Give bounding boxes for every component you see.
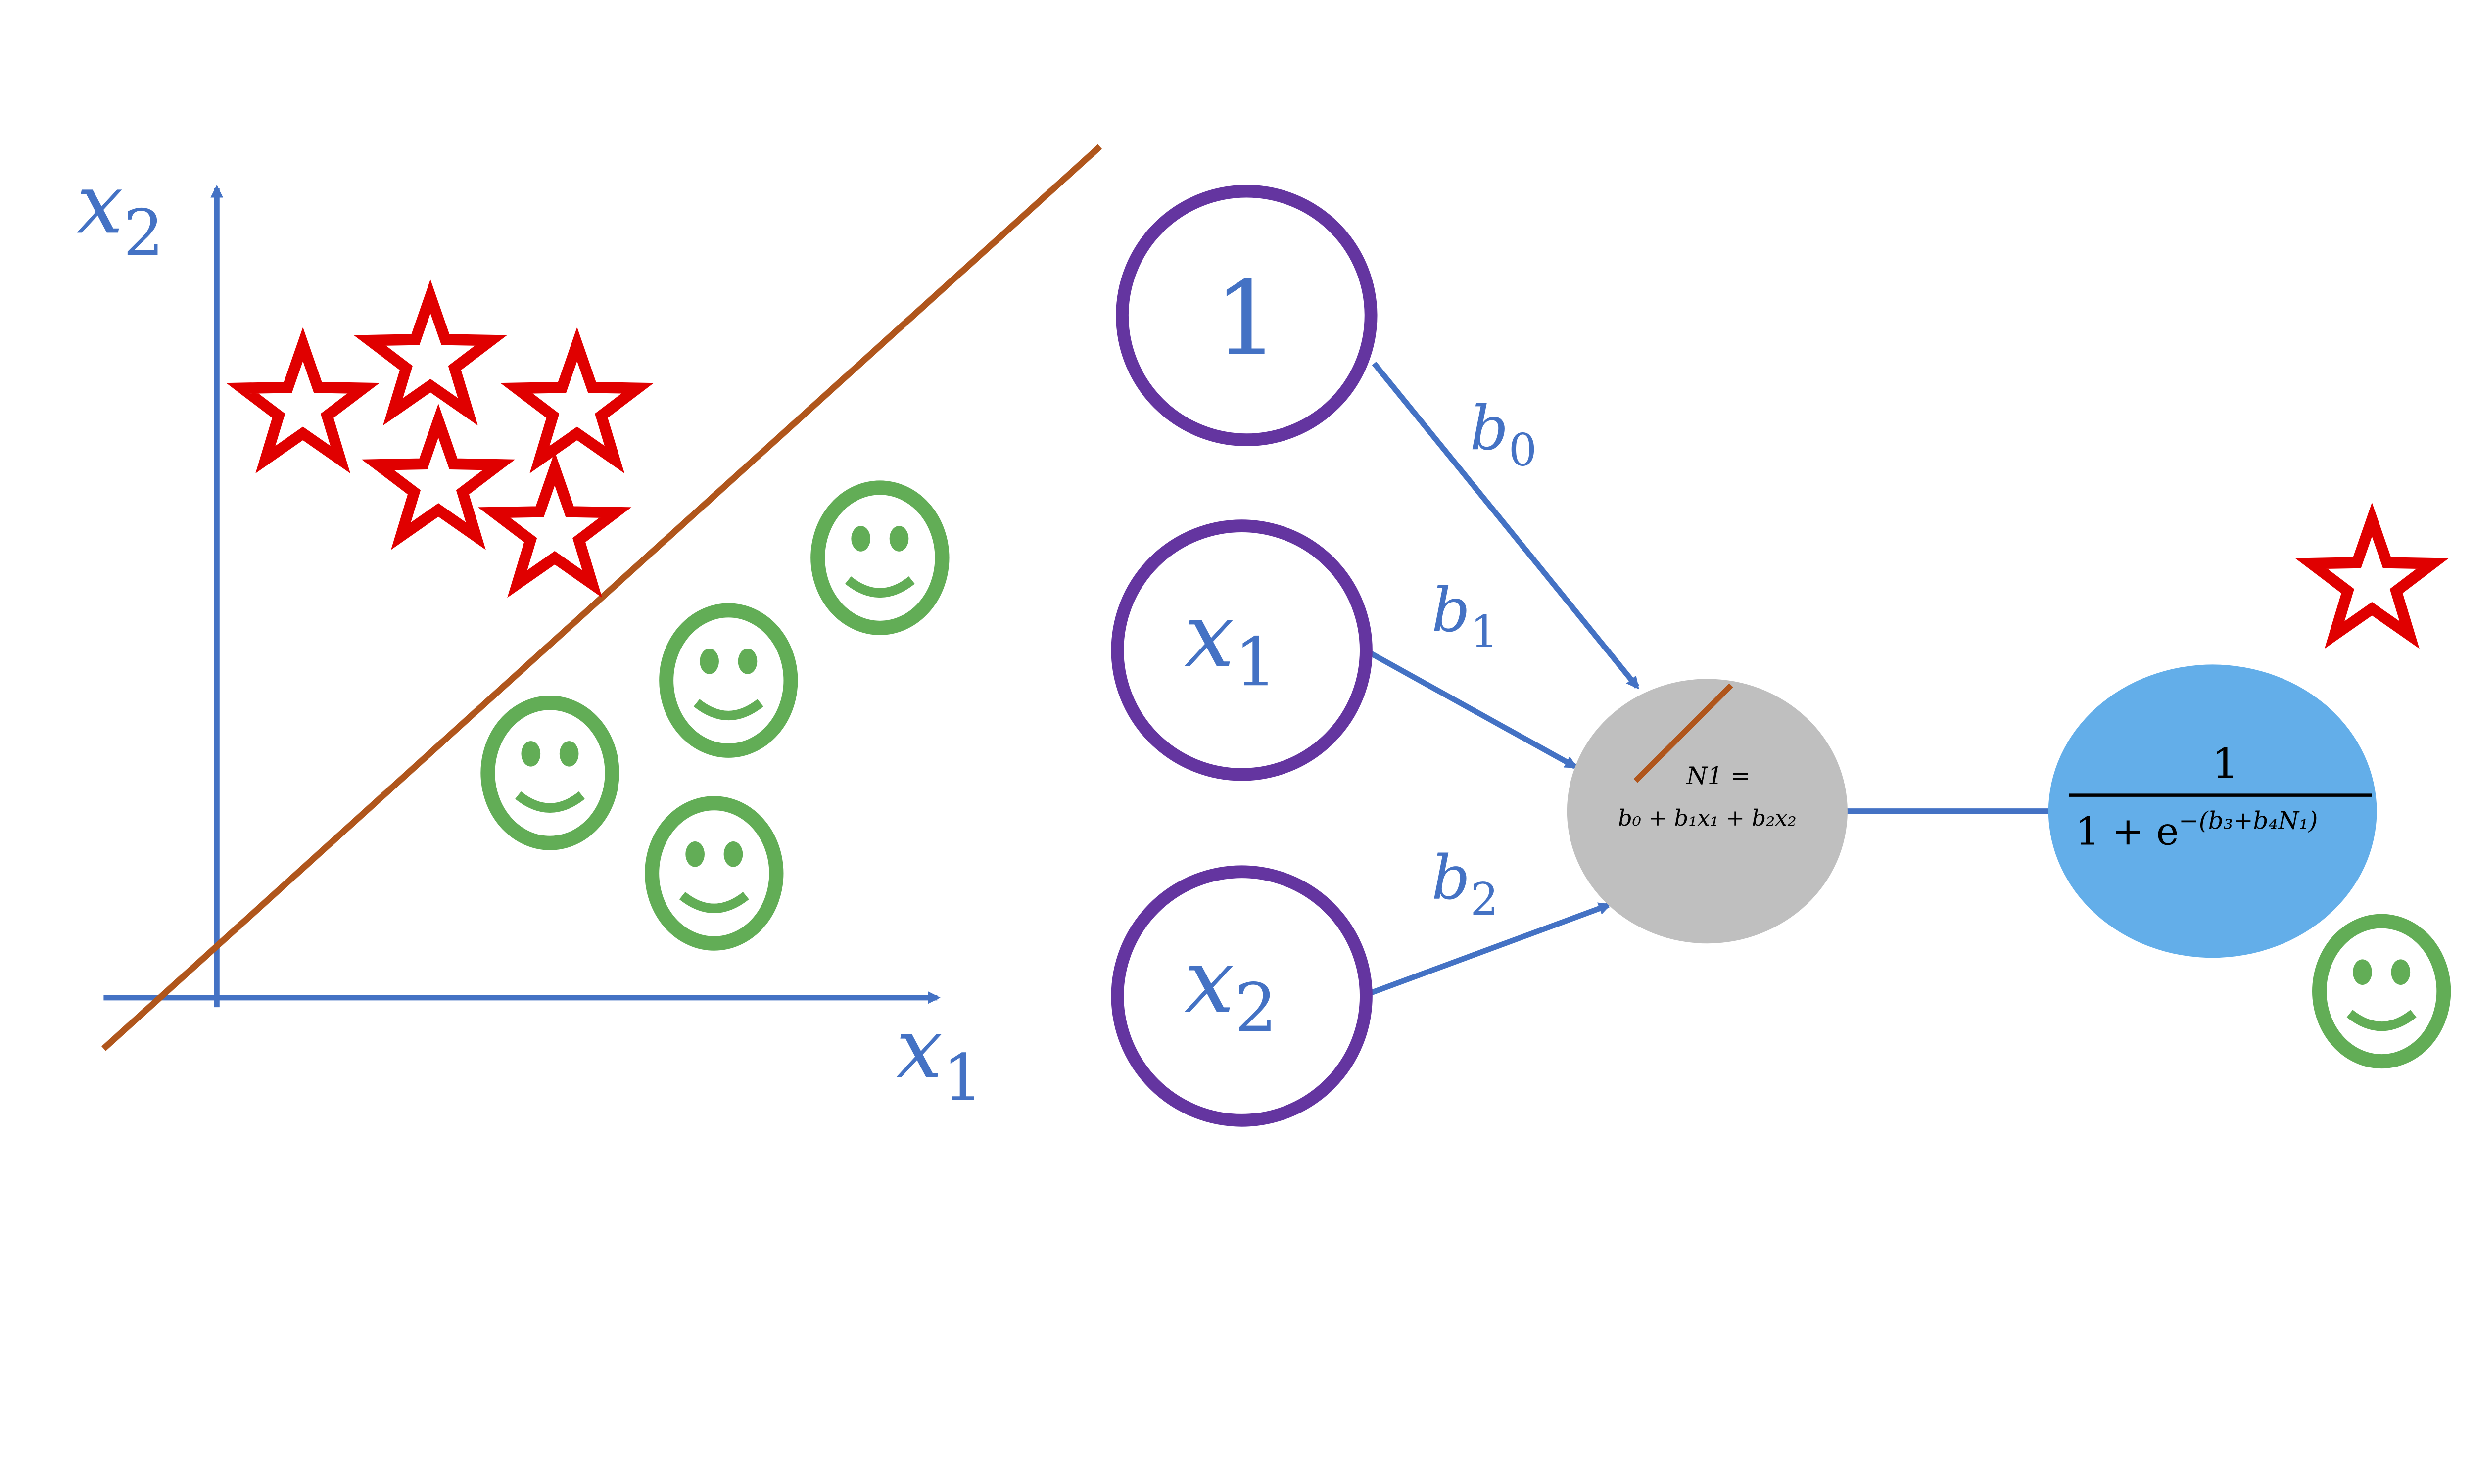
star-point bbox=[370, 296, 491, 412]
input-node-bias: 1 bbox=[1116, 185, 1378, 447]
input-node-x2: x2 bbox=[1111, 865, 1373, 1127]
smiley-point bbox=[666, 610, 791, 751]
star-point bbox=[242, 344, 364, 460]
weight-b1: b1 bbox=[1431, 575, 1499, 658]
smiley-point bbox=[818, 488, 942, 628]
network: 1 x1 x2 b0 b1 b2 N1 = b₀ + b₁x₁ + b₂x₂ 1… bbox=[1111, 185, 2444, 1127]
star-point bbox=[378, 421, 499, 536]
edge-b1 bbox=[1369, 650, 1578, 769]
input-label: x1 bbox=[1184, 584, 1277, 701]
output-class-star bbox=[2311, 519, 2432, 635]
input-node-x1: x1 bbox=[1111, 519, 1373, 781]
smiley-point bbox=[488, 703, 612, 843]
input-label: 1 bbox=[1214, 259, 1279, 378]
hidden-formula-line1: N1 = bbox=[1686, 762, 1751, 790]
sigmoid-numerator: 1 bbox=[2212, 739, 2238, 788]
star-point bbox=[494, 468, 616, 584]
x-axis-label: x1 bbox=[896, 1001, 983, 1115]
output-node: 1 1 + e−(b₃+b₄N₁) bbox=[2048, 664, 2377, 958]
star-point bbox=[517, 344, 638, 460]
input-label: x2 bbox=[1184, 929, 1277, 1047]
edge-b2 bbox=[1370, 902, 1612, 996]
output-class-smiley bbox=[2320, 921, 2444, 1062]
scatter-plot: x2 x1 bbox=[77, 144, 1102, 1115]
weight-b0: b0 bbox=[1470, 393, 1537, 476]
decision-boundary bbox=[101, 144, 1102, 1051]
hidden-node: N1 = b₀ + b₁x₁ + b₂x₂ bbox=[1567, 679, 1848, 944]
smiley-point bbox=[652, 803, 776, 944]
edge-b0 bbox=[1372, 361, 1640, 690]
sigmoid-denominator: 1 + e−(b₃+b₄N₁) bbox=[2076, 807, 2318, 854]
hidden-formula-line2: b₀ + b₁x₁ + b₂x₂ bbox=[1618, 805, 1797, 831]
boundary-glyph bbox=[1633, 683, 1733, 783]
weight-b2: b2 bbox=[1431, 842, 1499, 926]
logistic-neuron-diagram: x2 x1 1 x1 x2 b0 b1 b2 bbox=[77, 144, 2474, 1127]
y-axis-label: x2 bbox=[77, 156, 164, 270]
